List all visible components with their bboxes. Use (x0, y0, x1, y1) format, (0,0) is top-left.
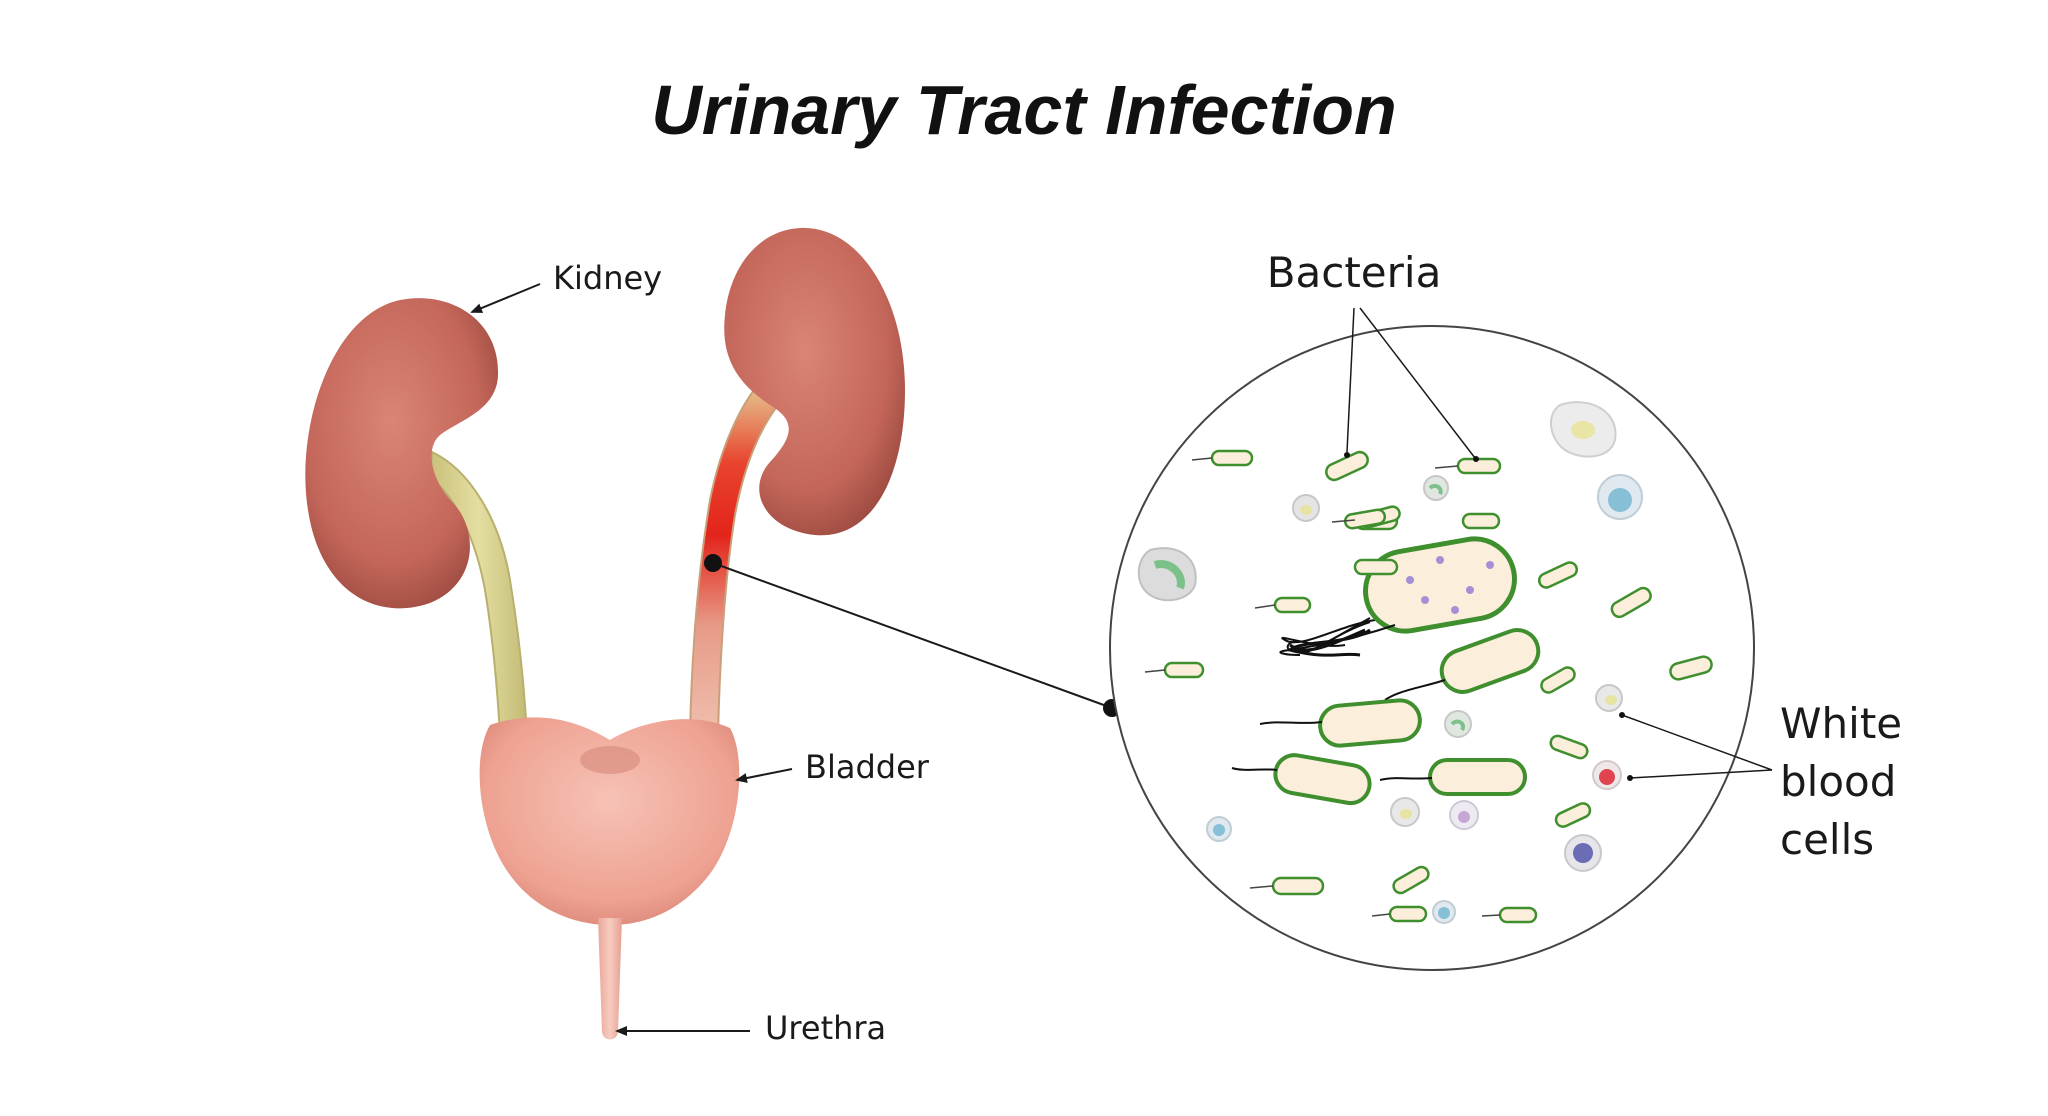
page-title: Urinary Tract Infection (651, 71, 1397, 149)
wbc-pointer-1 (1621, 714, 1773, 771)
bacteria-icon (1537, 561, 1579, 589)
bacteria-label: Bacteria (1267, 248, 1442, 297)
left-kidney-icon (305, 298, 499, 609)
bladder-icon (479, 717, 740, 925)
bacteria-icon (1271, 876, 1325, 896)
white-blood-cell-icon (1206, 816, 1232, 842)
wbc-label-line1: White (1780, 699, 1902, 748)
white-blood-cell-icon (1564, 834, 1602, 872)
urethra-icon (598, 918, 622, 1040)
bacteria-icon (1343, 508, 1387, 530)
white-blood-cell-icon (1550, 401, 1617, 458)
infection-site-dot (704, 554, 722, 572)
bacteria-icon (1549, 734, 1589, 760)
right-ureter-infected-icon (688, 370, 792, 736)
bladder-pointer (735, 768, 793, 783)
bacteria-icon (1210, 449, 1254, 467)
white-blood-cell-icon (1137, 547, 1197, 602)
bacteria-icon (1392, 865, 1430, 895)
right-kidney-icon (724, 227, 905, 536)
bacteria-icon (1273, 596, 1312, 614)
white-blood-cell-icon (1423, 475, 1449, 501)
white-blood-cell-icon (1432, 900, 1456, 924)
wbc-label-line3: cells (1780, 815, 1874, 864)
magnify-connector (712, 562, 1113, 709)
bacteria-icon (1163, 661, 1205, 679)
bacteria-pointer-1 (1346, 307, 1355, 453)
wbc-pointer-2 (1629, 769, 1773, 779)
white-blood-cell-icon (1595, 684, 1623, 712)
bacteria-icon (1231, 753, 1372, 806)
white-blood-cell-icon (1444, 710, 1472, 738)
bacteria-icon (1388, 905, 1428, 923)
white-blood-cell-icon (1592, 760, 1622, 790)
bacteria-icon (1379, 758, 1527, 796)
magnified-circle (1109, 325, 1755, 971)
bacteria-icon (1259, 698, 1422, 748)
white-blood-cell-icon (1597, 474, 1643, 520)
bacteria-icon (1554, 802, 1592, 828)
bacteria-icon (1461, 512, 1501, 530)
bacteria-icon (1540, 666, 1576, 694)
kidney-pointer (470, 283, 541, 313)
bacteria-icon (1610, 586, 1652, 619)
white-blood-cell-icon (1390, 797, 1420, 827)
kidney-label: Kidney (553, 259, 662, 297)
bacteria-icon (1353, 558, 1399, 576)
bacteria-icon (1325, 450, 1369, 482)
bacteria-icon (1279, 536, 1517, 656)
magnified-view (1109, 325, 1755, 971)
bacteria-icon (1384, 628, 1541, 701)
bacteria-icon (1498, 906, 1538, 924)
bacteria-icon (1456, 457, 1502, 475)
bacteria-pointer-2 (1359, 307, 1476, 459)
wbc-label-line2: blood (1780, 757, 1896, 806)
bladder-label: Bladder (805, 748, 930, 786)
bacteria-icon (1669, 655, 1713, 681)
white-blood-cell-icon (1449, 800, 1479, 830)
white-blood-cell-icon (1292, 494, 1320, 522)
urethra-label: Urethra (765, 1009, 886, 1047)
